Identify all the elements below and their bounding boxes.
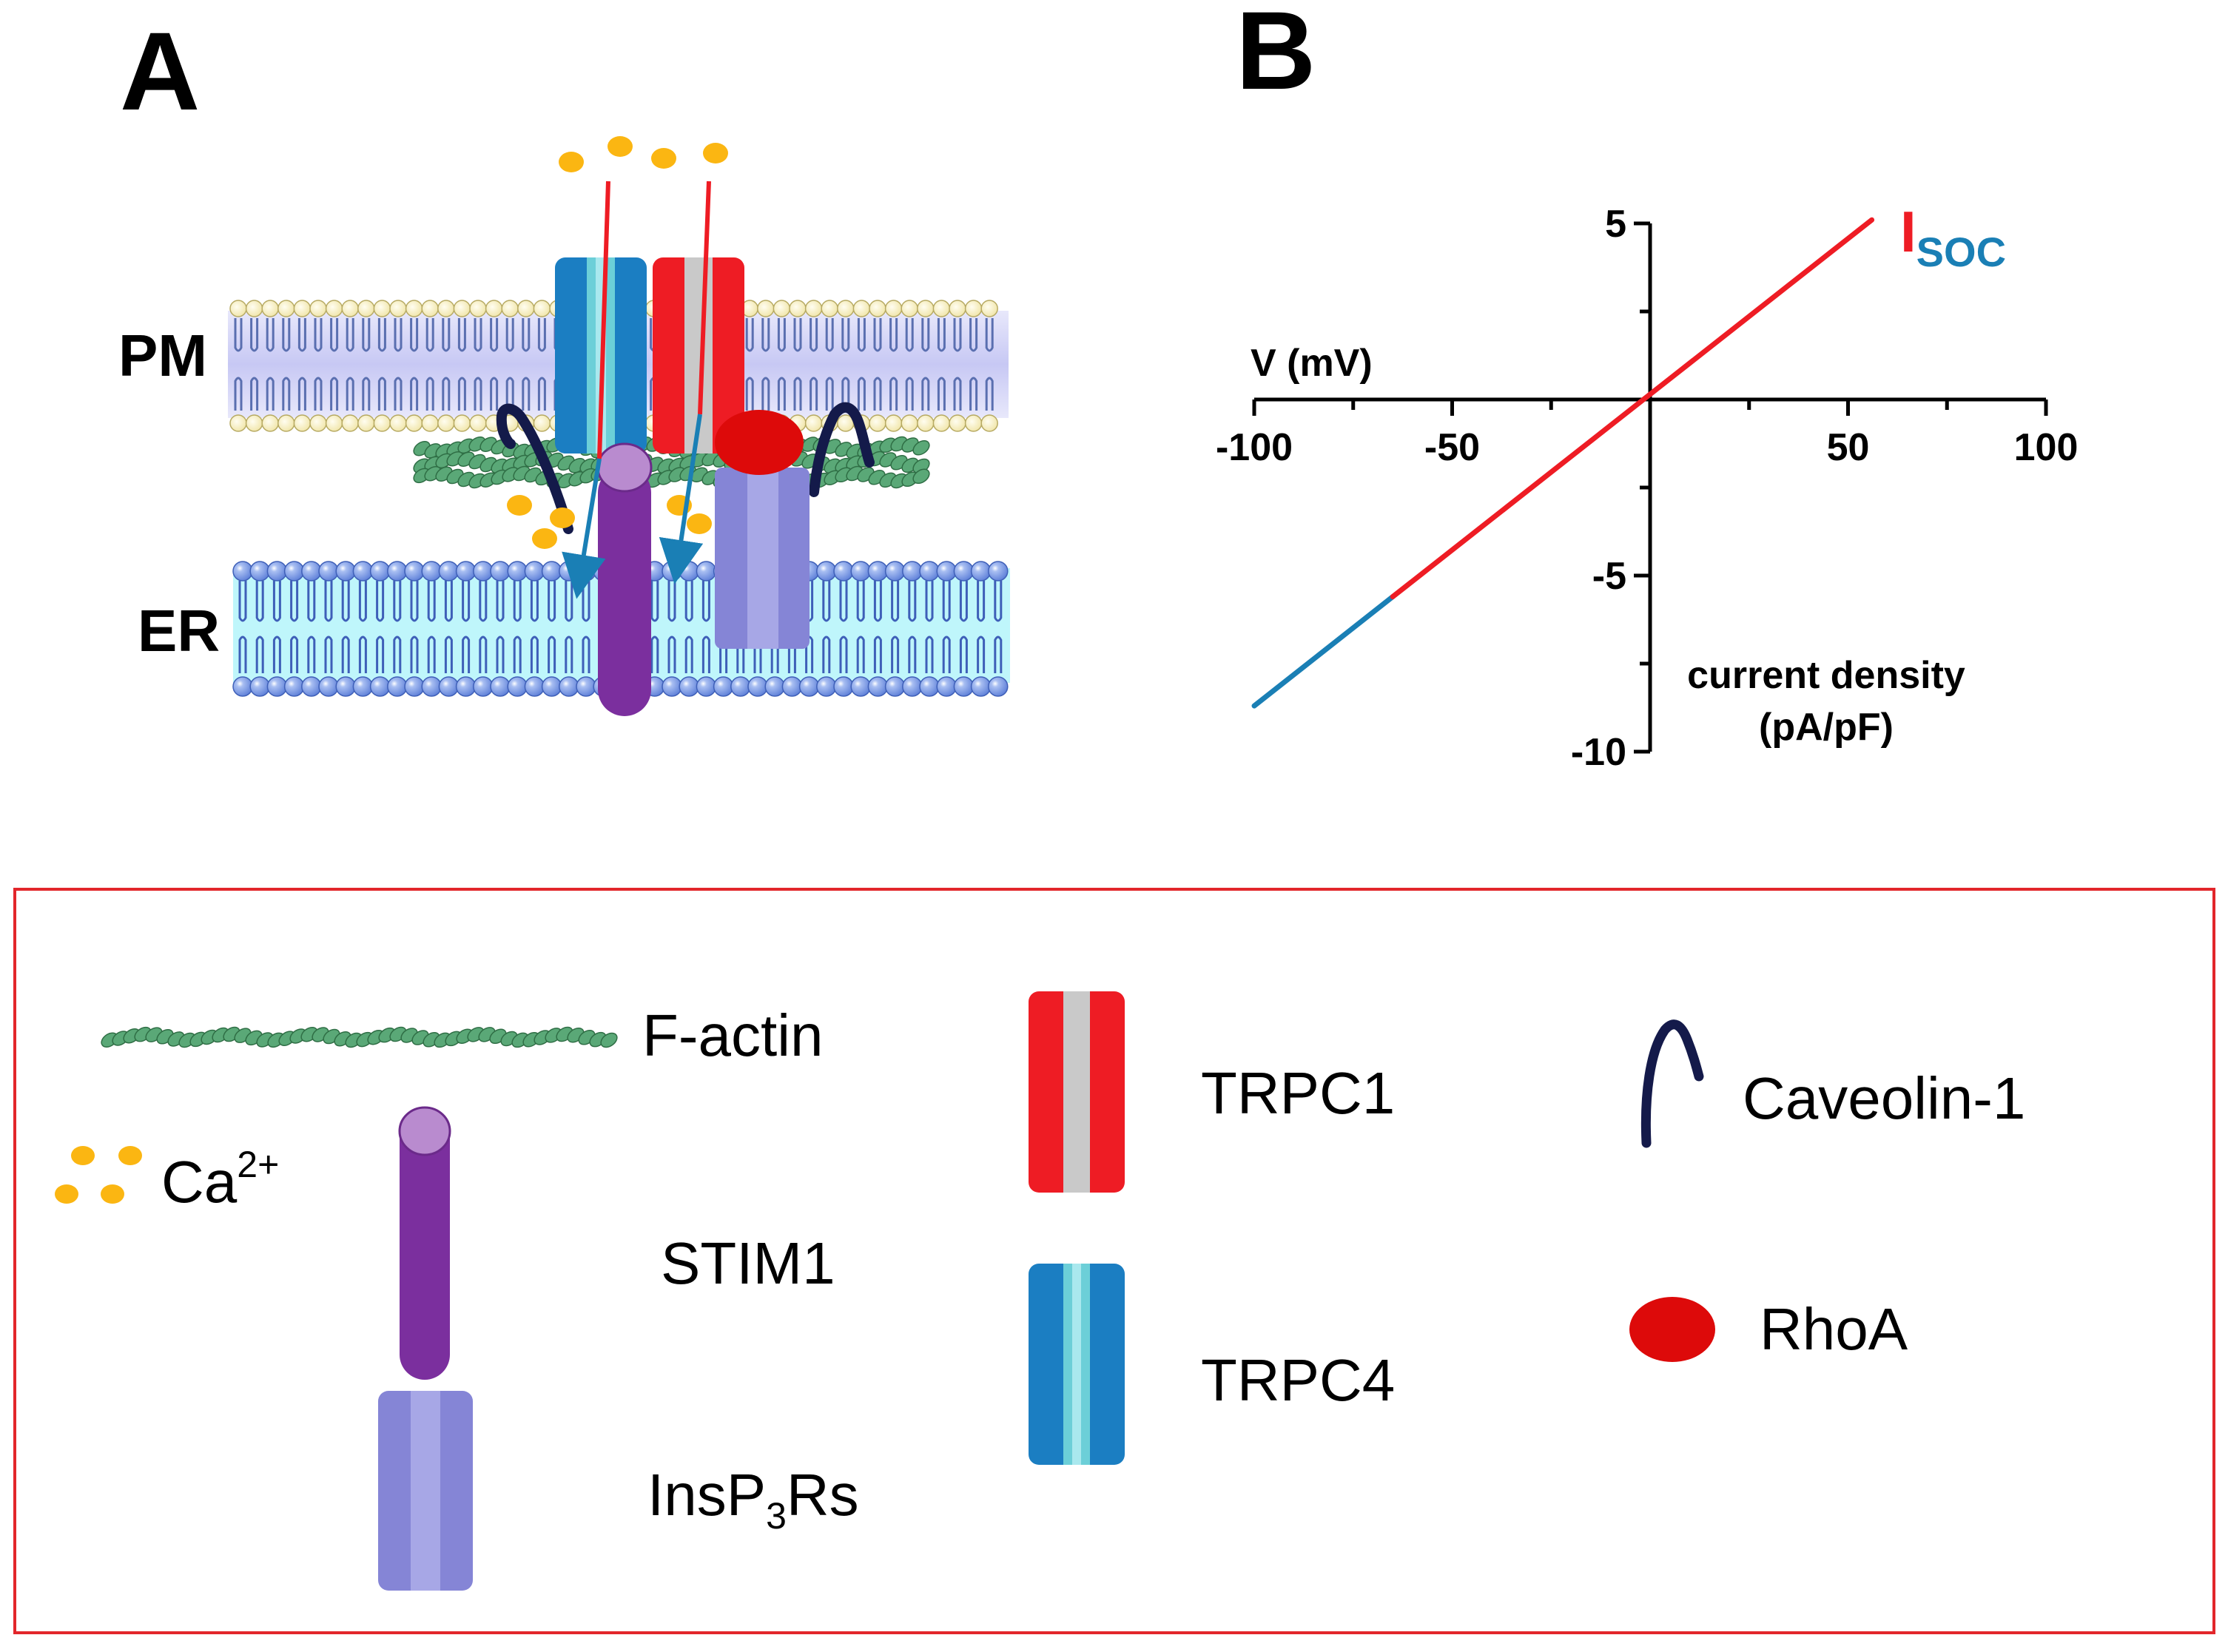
stim1 xyxy=(596,442,653,716)
series-segment xyxy=(1390,217,1875,600)
x-tick-label: 100 xyxy=(2014,426,2079,469)
series-label: ISOC xyxy=(1900,199,2006,275)
series-segment xyxy=(1251,594,1396,709)
insp3r-channel xyxy=(715,468,810,649)
legend-insp3r-icon xyxy=(378,1391,473,1591)
iv-chart: -100 -50 50 100 5 -5 -10 V (mV) current densi… xyxy=(1216,199,2078,774)
legend-insp3r-label: InsP3Rs xyxy=(647,1462,859,1537)
legend-rhoa-icon xyxy=(1629,1297,1715,1362)
x-tick-label: 50 xyxy=(1827,426,1870,469)
series-label-main: I xyxy=(1900,199,1916,264)
panel-b: B -100 -50 50 100 5 -5 -10 V (mV) current den… xyxy=(1216,0,2078,774)
calcium-flux xyxy=(562,181,711,599)
legend-stim1-label: STIM1 xyxy=(661,1230,835,1296)
legend-calcium-label: Ca2+ xyxy=(161,1144,279,1215)
y-tick-label: -10 xyxy=(1571,731,1626,774)
y-axis-label-line2: (pA/pF) xyxy=(1759,706,1894,749)
series-isoc xyxy=(1251,217,1875,709)
er-label: ER xyxy=(138,598,220,664)
rhoa xyxy=(715,410,804,475)
y-axis-ticks: 5 -5 -10 xyxy=(1571,203,1650,774)
legend-caveolin-1-label: Caveolin-1 xyxy=(1743,1065,2025,1131)
calcium-ions xyxy=(507,136,728,549)
legend-frame xyxy=(13,888,2215,1634)
x-axis-label: V (mV) xyxy=(1251,342,1373,385)
x-tick-label: -100 xyxy=(1216,426,1293,469)
legend-trpc4-label: TRPC4 xyxy=(1201,1347,1395,1413)
caveolin-1-hook-left xyxy=(496,403,573,534)
legend-trpc4-icon xyxy=(1029,1264,1125,1465)
legend-trpc1-icon xyxy=(1029,991,1125,1193)
legend-trpc1-label: TRPC1 xyxy=(1201,1060,1395,1126)
x-tick-label: -50 xyxy=(1424,426,1480,469)
series-label-sub: SOC xyxy=(1916,229,2006,275)
caveolin-1-hook-right xyxy=(809,402,875,497)
y-axis-label-line1: current density xyxy=(1687,654,1965,697)
pm-label: PM xyxy=(118,323,207,388)
legend-stim1-icon xyxy=(398,1106,451,1380)
legend-caveolin-1-icon xyxy=(1640,1019,1704,1148)
legend-f-actin-label: F-actin xyxy=(642,1002,824,1068)
legend-rhoa-label: RhoA xyxy=(1760,1296,1908,1362)
legend-calcium-icon xyxy=(55,1146,142,1204)
panel-a-label: A xyxy=(120,9,200,133)
legend-f-actin xyxy=(101,1026,618,1048)
legend-box: F-actin Ca2+ STIM1 InsP3Rs TRPC1 xyxy=(13,888,2215,1634)
panel-a: A PM ER xyxy=(118,9,1010,716)
trpc1-channel xyxy=(653,257,744,454)
panel-b-label: B xyxy=(1236,0,1316,112)
y-tick-label: 5 xyxy=(1605,203,1626,246)
y-tick-label: -5 xyxy=(1592,555,1626,598)
x-axis-ticks: -100 -50 50 100 xyxy=(1216,399,2078,469)
